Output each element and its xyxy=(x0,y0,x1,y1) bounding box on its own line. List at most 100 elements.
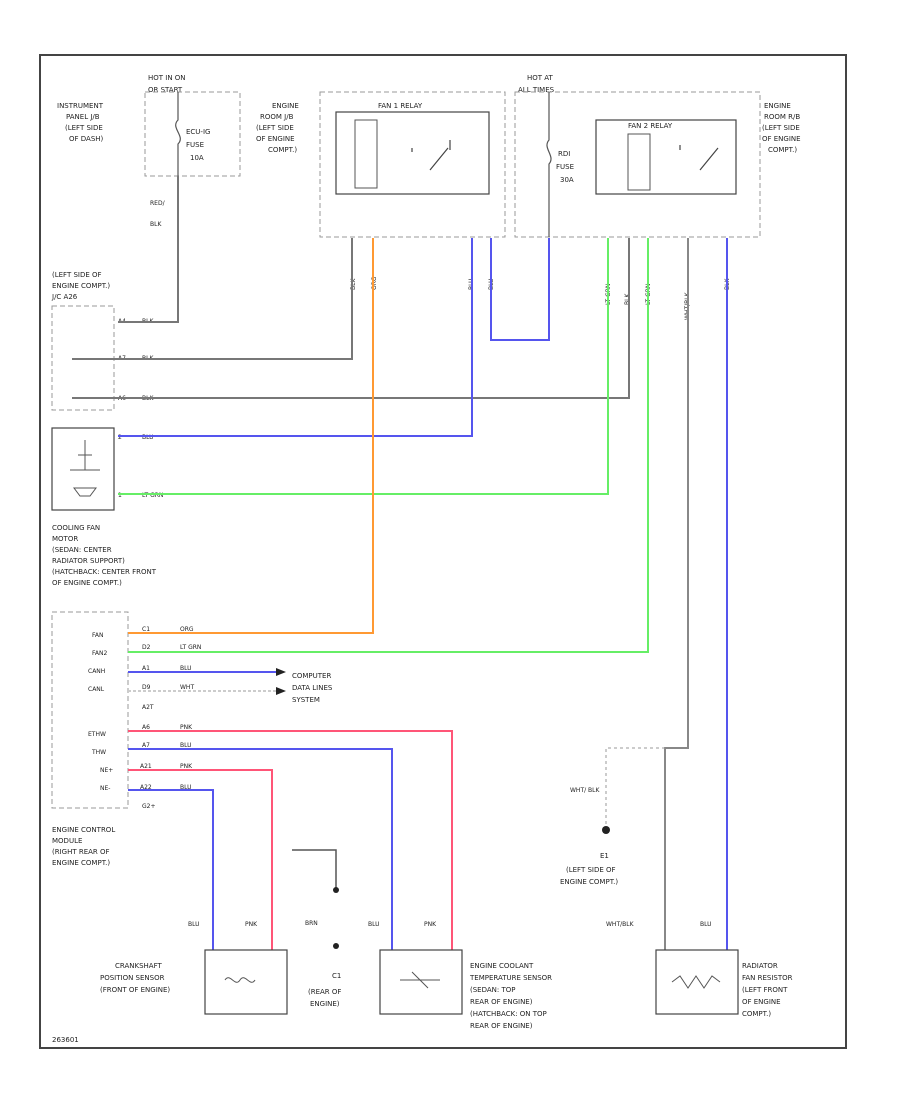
fan-resistor-icon xyxy=(671,975,721,989)
ground-c1-loc-2: ENGINE) xyxy=(310,1000,340,1008)
crank-pin-2: PNK xyxy=(245,921,258,928)
instrument-panel-jb-label-3: (LEFT SIDE xyxy=(65,124,103,132)
fan-relay2-switch xyxy=(679,145,719,171)
wire-blu-fan-motor xyxy=(118,238,473,437)
engine-room-rb-label-3: (LEFT SIDE xyxy=(762,124,800,132)
computer-data-label-2: DATA LINES xyxy=(292,684,333,692)
fan-resistor-pin-1: WHT/BLK xyxy=(606,921,635,928)
crank-sensor-box xyxy=(204,949,288,1015)
ecm-pin-name-5: ETHW xyxy=(88,731,106,738)
ecm-pin-name-9: G2+ xyxy=(142,803,156,810)
ect-pin-1: BLU xyxy=(368,921,380,928)
crank-label-3: (FRONT OF ENGINE) xyxy=(100,986,170,994)
fan-motor-label-1: COOLING FAN xyxy=(52,524,100,532)
wire-brn-shield xyxy=(292,849,337,890)
ecm-pins: FAN FAN2 CANH CANL A2T ETHW THW NE+ NE- … xyxy=(88,626,201,810)
ecm-pin-name-0: FAN xyxy=(92,632,104,639)
engine-room-jb-label-3: (LEFT SIDE xyxy=(256,124,294,132)
ground-e1-point-icon xyxy=(602,826,610,834)
ect-label-1: ENGINE COOLANT xyxy=(470,962,534,970)
ecm-pin-3: D9 xyxy=(142,684,151,691)
fan-motor-label-6: OF ENGINE COMPT.) xyxy=(52,579,122,587)
ecm-pin-color-6: BLU xyxy=(180,742,192,749)
fan-resistor-label-2: FAN RESISTOR xyxy=(742,974,793,982)
fan-resistor-label-5: COMPT.) xyxy=(742,1010,771,1018)
cooling-fan-motor-box xyxy=(51,427,115,511)
fan-motor-label-2: MOTOR xyxy=(52,535,78,543)
jc-label-1: (LEFT SIDE OF xyxy=(52,271,102,279)
ecm-pin-5: A6 xyxy=(142,724,150,731)
ecm-pin-color-8: BLU xyxy=(180,784,192,791)
engine-room-jb-label-4: OF ENGINE xyxy=(256,135,295,143)
wire-label-red-2: BLK xyxy=(150,221,162,228)
fan-relay-box xyxy=(335,111,490,195)
wire-org-fan xyxy=(128,238,374,634)
ect-thermistor-icon xyxy=(400,971,440,989)
fan-resistor-label-3: (LEFT FRONT xyxy=(742,986,788,994)
ecu-ig-fuse-symbol xyxy=(175,92,181,176)
ground-e1-loc-2: ENGINE COMPT.) xyxy=(560,878,618,886)
fan-relay-label: FAN 1 RELAY xyxy=(378,102,423,110)
fan-resistor-box xyxy=(655,949,739,1015)
fan-resistor-pin-2: BLU xyxy=(700,921,712,928)
power-label-left-2: OR START xyxy=(148,86,183,94)
arrow-canh-icon xyxy=(276,668,286,676)
ecm-pin-0: C1 xyxy=(142,626,150,633)
ecm-label-1: ENGINE CONTROL xyxy=(52,826,115,834)
ecm-pin-color-2: BLU xyxy=(180,665,192,672)
relay-right-wire-2: BLK xyxy=(624,293,631,305)
ecm-box xyxy=(51,611,129,809)
rdi-fuse-label-1: RDI xyxy=(558,150,570,158)
jc-label-2: ENGINE COMPT.) xyxy=(52,282,110,290)
ecm-pin-1: D2 xyxy=(142,644,151,651)
ecm-pin-color-7: PNK xyxy=(180,763,193,770)
instrument-panel-jb-label-2: PANEL J/B xyxy=(66,113,100,121)
crank-pin-1: BLU xyxy=(188,921,200,928)
fan-relay-switch xyxy=(411,140,451,171)
engine-room-jb-box xyxy=(319,91,506,238)
ground-e1-id: E1 xyxy=(600,852,609,860)
ect-pin-2: PNK xyxy=(424,921,437,928)
engine-room-jb-label-5: COMPT.) xyxy=(268,146,297,154)
fan-resistor-label-4: OF ENGINE xyxy=(742,998,781,1006)
fan-motor-pin-1-color: BLU xyxy=(142,434,154,441)
ecm-label-2: MODULE xyxy=(52,837,82,845)
engine-room-jb-label-2: ROOM J/B xyxy=(260,113,294,121)
wire-blk-a7 xyxy=(72,238,353,360)
instrument-panel-jb-label-1: INSTRUMENT xyxy=(57,102,104,110)
fan-relay-coil xyxy=(354,119,378,189)
ground-c1-loc-1: (REAR OF xyxy=(308,988,341,996)
wire-label-red-1: RED/ xyxy=(150,200,166,207)
ecu-ig-fuse-label-3: 10A xyxy=(190,154,204,162)
diagram-code: 263601 xyxy=(52,1036,79,1044)
ecm-pin-name-4: A2T xyxy=(142,704,154,711)
wire-ltgrn-fan2 xyxy=(128,238,649,653)
wires xyxy=(72,176,728,950)
engine-room-rb-label-2: ROOM R/B xyxy=(764,113,800,121)
ect-label-2: TEMPERATURE SENSOR xyxy=(469,974,552,982)
ecm-pin-8: A22 xyxy=(140,784,152,791)
ecm-pin-7: A21 xyxy=(140,763,152,770)
ground-c1-upper-icon xyxy=(333,887,339,893)
diagram-border xyxy=(39,54,847,1049)
ecm-pin-6: A7 xyxy=(142,742,150,749)
fan-motor-pin-2: 1 xyxy=(118,492,122,499)
wire-red-blk xyxy=(118,176,179,323)
ground-dashed-line xyxy=(605,747,665,830)
relay-left-wire-1: BLK xyxy=(350,278,357,290)
crank-coil-icon xyxy=(224,977,256,983)
wire-blk-a6 xyxy=(72,238,630,399)
engine-room-jb-label-1: ENGINE xyxy=(272,102,299,110)
engine-room-rb-label-5: COMPT.) xyxy=(768,146,797,154)
fan-motor-pin-1: 2 xyxy=(118,434,122,441)
fan-motor-icon xyxy=(70,440,100,497)
wire-pnk-ne xyxy=(128,769,273,950)
ground-c1-id: C1 xyxy=(332,972,341,980)
ecm-pin-name-8: NE- xyxy=(100,785,110,792)
ect-sensor-box xyxy=(379,949,463,1015)
jc-label-3: J/C A26 xyxy=(51,293,78,301)
ecm-pin-2: A1 xyxy=(142,665,150,672)
ecu-ig-fuse-label-2: FUSE xyxy=(186,141,204,149)
crank-label-1: CRANKSHAFT xyxy=(115,962,162,970)
